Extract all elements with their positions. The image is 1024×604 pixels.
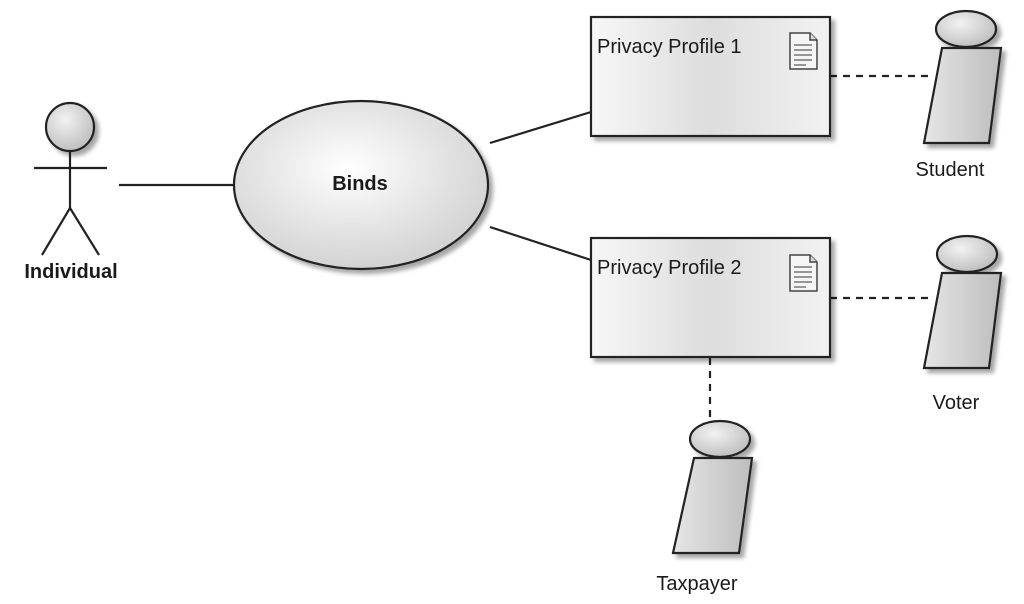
privacy-profile-2[interactable]: Privacy Profile 2 — [589, 236, 832, 359]
usecase-profile1-association — [489, 110, 592, 145]
actor-right-leg — [69, 207, 100, 256]
actor-individual[interactable]: Individual — [24, 101, 118, 283]
usecase-ellipse — [232, 99, 490, 271]
usecase-profile2-association — [489, 225, 592, 262]
document-icon — [789, 254, 818, 292]
usecase-binds[interactable]: Binds — [232, 99, 490, 271]
role-head — [934, 9, 998, 49]
profile-label: Privacy Profile 2 — [597, 257, 742, 279]
role-student[interactable]: Student — [916, 9, 1003, 181]
usecase-label: Binds — [332, 173, 388, 195]
role-body — [922, 271, 1003, 370]
role-label: Taxpayer — [656, 573, 737, 595]
actor-left-leg — [41, 207, 71, 256]
role-body — [922, 46, 1003, 145]
actor-label: Individual — [24, 261, 117, 283]
role-label: Student — [916, 159, 985, 181]
actor-head — [44, 101, 96, 153]
privacy-profile-1[interactable]: Privacy Profile 1 — [589, 15, 832, 138]
profile-label: Privacy Profile 1 — [597, 36, 742, 58]
role-head — [688, 419, 752, 459]
role-label: Voter — [933, 392, 980, 414]
role-taxpayer[interactable]: Taxpayer — [656, 419, 754, 595]
role-head — [935, 234, 999, 274]
role-voter[interactable]: Voter — [922, 234, 1003, 414]
document-icon — [789, 32, 818, 70]
role-body — [671, 456, 754, 555]
